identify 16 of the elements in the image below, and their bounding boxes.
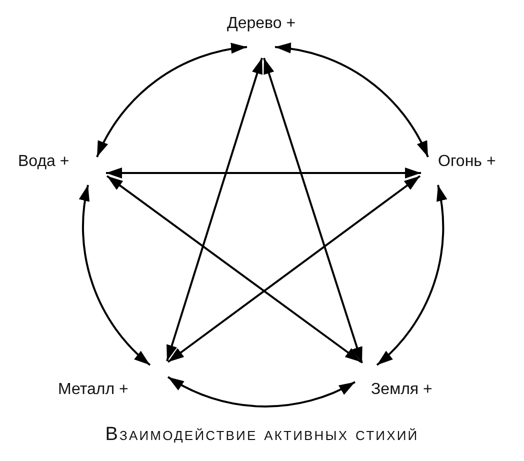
double-arrow	[80, 184, 151, 366]
double-arrow	[166, 58, 263, 362]
element-label: Вода +	[18, 152, 70, 171]
element-label: Дерево +	[227, 14, 296, 33]
double-arrow	[106, 175, 362, 363]
double-arrow	[274, 43, 429, 158]
double-arrow	[168, 376, 356, 408]
element-label: Земля +	[371, 380, 432, 399]
double-arrow	[106, 168, 421, 178]
double-arrow	[263, 58, 363, 364]
element-label: Огонь +	[438, 152, 496, 171]
element-label: Металл +	[58, 380, 128, 399]
caption: Взаимодействие активных стихий	[104, 424, 420, 446]
double-arrow	[96, 44, 248, 158]
double-arrow	[167, 175, 421, 363]
double-arrow	[376, 184, 446, 366]
